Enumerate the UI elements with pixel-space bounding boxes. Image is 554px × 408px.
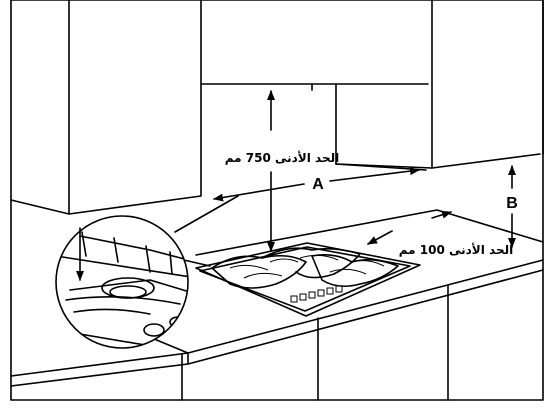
dimension-a xyxy=(213,167,420,202)
dimension-100 xyxy=(367,210,452,245)
zoom-detail xyxy=(55,195,239,349)
label-min-750: الحد الأدنى 750 مم xyxy=(225,150,340,165)
wall-base-line xyxy=(10,199,544,256)
label-a: A xyxy=(312,176,324,193)
lower-cabinets xyxy=(181,285,449,401)
hob-control-knobs xyxy=(290,285,343,303)
hob-pan-supports xyxy=(211,247,399,289)
label-b: B xyxy=(506,195,518,212)
upper-cabinets xyxy=(68,0,544,215)
gas-hob xyxy=(195,242,421,317)
label-min-100: الحد الأدنى 100 مم xyxy=(399,242,514,257)
